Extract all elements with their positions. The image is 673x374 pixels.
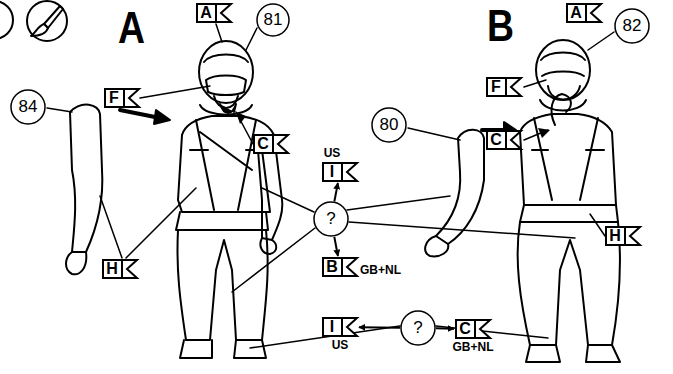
flag-letter: H <box>102 259 122 279</box>
colour-flag: A <box>196 3 232 23</box>
callout-circle: 80 <box>371 107 407 143</box>
flag-letter: A <box>196 3 216 23</box>
callout-number: 80 <box>371 107 407 143</box>
flag-letter: C <box>253 134 273 154</box>
circle-shape <box>401 311 435 345</box>
figure-letter: A <box>118 6 145 50</box>
circle-shape <box>372 108 406 142</box>
flag-letter: B <box>322 257 342 277</box>
flag-shape <box>103 260 137 278</box>
pilot-figure-b <box>518 40 620 362</box>
figure-letter: B <box>487 4 514 48</box>
flag-shape <box>567 4 601 22</box>
flag-letter: F <box>104 88 124 108</box>
colour-flag: IUS <box>322 317 358 337</box>
callout-number: 84 <box>10 89 46 125</box>
circle-shape <box>11 90 45 124</box>
colour-flag: F <box>486 77 522 97</box>
flag-shape <box>323 258 357 276</box>
callout-circle: 82 <box>614 8 650 44</box>
country-code: GB+NL <box>360 263 401 277</box>
colour-flag: C <box>253 134 289 154</box>
callout-circle: 81 <box>256 3 290 37</box>
leader-lines <box>47 24 614 348</box>
fit-arrow-head <box>154 110 170 124</box>
paint-icon <box>0 1 13 39</box>
flag-letter: I <box>322 317 342 337</box>
flag-shape <box>197 4 231 22</box>
colour-flag: F <box>104 88 140 108</box>
flag-letter: F <box>486 77 506 97</box>
colour-flag: C <box>486 130 522 150</box>
connector-arrow <box>436 327 454 329</box>
flag-letter: I <box>322 162 342 182</box>
callout-number: 82 <box>614 8 650 44</box>
connector-arrow <box>334 237 338 256</box>
flag-letter: C <box>455 319 475 339</box>
circle-shape <box>615 9 649 43</box>
callout-circle: ? <box>400 310 436 346</box>
flag-letter: C <box>486 130 506 150</box>
arm-part-80 <box>425 130 484 257</box>
colour-flag: H <box>102 259 138 279</box>
connector-arrow <box>359 326 400 329</box>
flag-shape <box>323 163 357 181</box>
colour-flag: CGB+NL <box>455 319 491 339</box>
flag-shape <box>606 227 640 245</box>
circle-shape <box>314 202 348 236</box>
flag-shape <box>487 131 521 149</box>
leader-head <box>236 112 246 124</box>
arm-part-84 <box>66 105 102 275</box>
leader-head <box>538 128 550 138</box>
colour-flag: A <box>566 3 602 23</box>
flag-shape <box>323 318 357 336</box>
brush-icon <box>27 1 67 41</box>
callout-number: ? <box>313 201 349 237</box>
flag-outline <box>322 162 358 182</box>
colour-flag: BGB+NL <box>322 257 358 277</box>
colour-flag: H <box>605 226 641 246</box>
callout-circle: ? <box>313 201 349 237</box>
flag-outline <box>322 317 358 337</box>
flag-letter: H <box>605 226 625 246</box>
flag-shape <box>456 320 490 338</box>
callout-number: 81 <box>256 3 290 37</box>
colour-flag: USI <box>322 162 358 182</box>
flag-letter: A <box>566 3 586 23</box>
country-code: US <box>322 146 342 160</box>
country-code: US <box>316 338 364 352</box>
circle-shape <box>257 4 289 36</box>
flag-shape <box>105 89 139 107</box>
connector-arrow <box>334 183 338 201</box>
flag-shape <box>254 135 288 153</box>
country-code: GB+NL <box>449 340 497 354</box>
callout-number: ? <box>400 310 436 346</box>
callout-circle: 84 <box>10 89 46 125</box>
flag-shape <box>487 78 521 96</box>
fit-arrow <box>120 110 160 118</box>
